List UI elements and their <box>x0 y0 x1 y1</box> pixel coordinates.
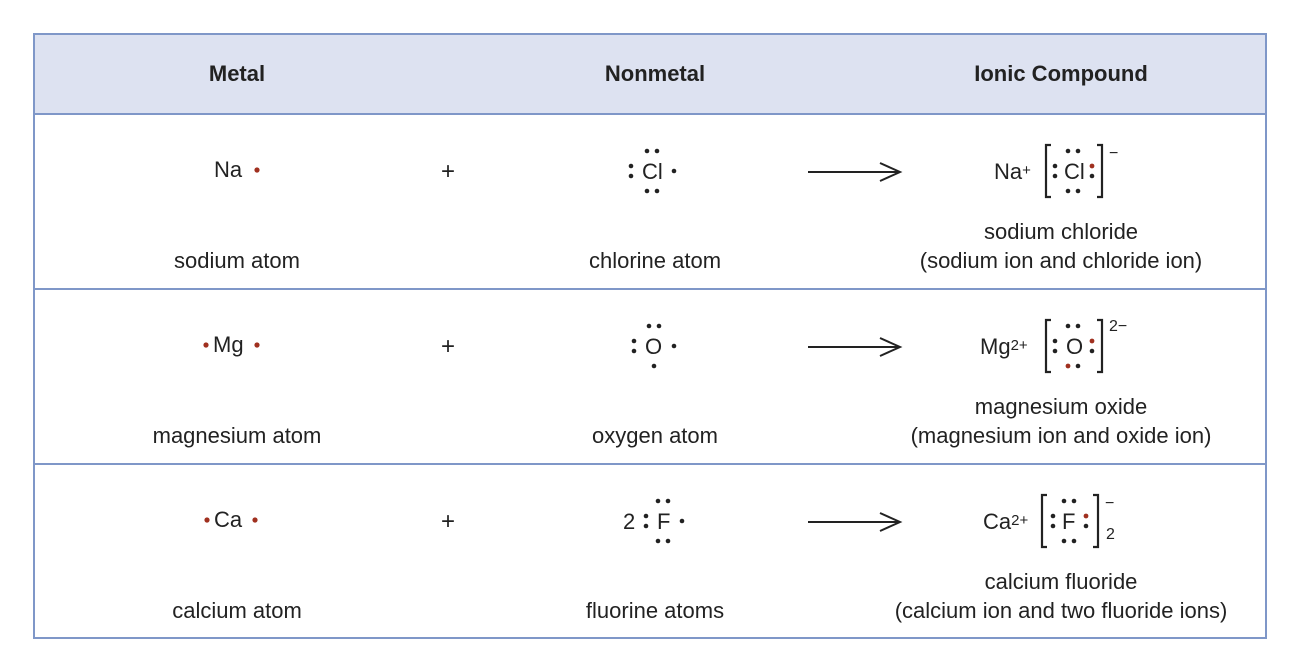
anion-charge: − <box>1105 495 1115 512</box>
anion-charge: − <box>1109 145 1119 162</box>
cation-charge: 2+ <box>1011 512 1029 529</box>
compound-name: sodium chloride <box>983 219 1139 244</box>
table-row: Na sodium atom + Cl chlorine atom Na+ Cl <box>35 115 1265 290</box>
nonmetal-coefficient: 2 <box>623 509 636 534</box>
table-row: Ca calcium atom + 2 F fluorine atoms Ca2… <box>35 465 1265 640</box>
cation-charge: 2+ <box>1010 337 1028 354</box>
table-header: Metal Nonmetal Ionic Compound <box>35 35 1265 115</box>
cation-symbol: Mg2+ <box>980 334 1028 359</box>
nonmetal-lewis-dots <box>628 148 677 194</box>
table-row: Mg magnesium atom + O oxygen atom Mg2+ O <box>35 290 1265 465</box>
compound-detail: (magnesium ion and oxide ion) <box>910 423 1212 448</box>
anion-charge: 2− <box>1109 318 1128 335</box>
metal-valence-electron-left <box>204 517 210 523</box>
electron-dot <box>203 342 209 348</box>
ionic-compounds-table: Metal Nonmetal Ionic Compound Na sodium … <box>33 33 1267 639</box>
reaction-arrow-icon <box>808 337 903 357</box>
electron-dot <box>254 342 260 348</box>
plus-sign: + <box>440 158 456 185</box>
compound-name: magnesium oxide <box>974 394 1148 419</box>
anion-lewis-structure <box>1040 493 1100 549</box>
anion-subscript: 2 <box>1106 526 1115 543</box>
nonmetal-lewis-dots <box>631 323 677 369</box>
compound-name: calcium fluoride <box>984 569 1138 594</box>
anion-symbol: Cl <box>1064 159 1085 184</box>
header-metal: Metal <box>208 61 266 86</box>
nonmetal-caption: fluorine atoms <box>585 598 725 623</box>
metal-valence-electron-right <box>254 342 260 348</box>
plus-sign: + <box>440 333 456 360</box>
anion-symbol: F <box>1062 509 1076 534</box>
metal-symbol: Mg <box>213 332 244 357</box>
cation-symbol: Ca2+ <box>983 509 1029 534</box>
metal-symbol: Ca <box>214 507 243 532</box>
metal-caption: magnesium atom <box>152 423 322 448</box>
nonmetal-symbol: Cl <box>642 159 663 184</box>
electron-dot <box>252 517 258 523</box>
compound-detail: (sodium ion and chloride ion) <box>919 248 1203 273</box>
metal-symbol: Na <box>214 157 243 182</box>
anion-symbol: O <box>1066 334 1084 359</box>
metal-caption: sodium atom <box>174 248 300 273</box>
reaction-arrow-icon <box>808 512 903 532</box>
nonmetal-caption: chlorine atom <box>588 248 722 273</box>
metal-valence-electron-left <box>203 342 209 348</box>
cation-symbol: Na+ <box>994 159 1031 184</box>
header-ionic-compound: Ionic Compound <box>974 61 1148 86</box>
plus-sign: + <box>440 508 456 535</box>
anion-lewis-structure <box>1044 318 1104 374</box>
cation-charge: + <box>1022 162 1031 179</box>
nonmetal-symbol: O <box>645 334 663 359</box>
metal-valence-electrons <box>254 167 260 173</box>
compound-detail: (calcium ion and two fluoride ions) <box>894 598 1228 623</box>
metal-caption: calcium atom <box>172 598 302 623</box>
reaction-arrow-icon <box>808 162 903 182</box>
metal-valence-electron-right <box>252 517 258 523</box>
electron-dot <box>204 517 210 523</box>
header-nonmetal: Nonmetal <box>604 61 706 86</box>
nonmetal-caption: oxygen atom <box>592 423 718 448</box>
electron-dot <box>254 167 260 173</box>
anion-lewis-structure <box>1044 143 1104 199</box>
nonmetal-lewis-dots <box>643 498 685 544</box>
nonmetal-symbol: F <box>657 509 671 534</box>
